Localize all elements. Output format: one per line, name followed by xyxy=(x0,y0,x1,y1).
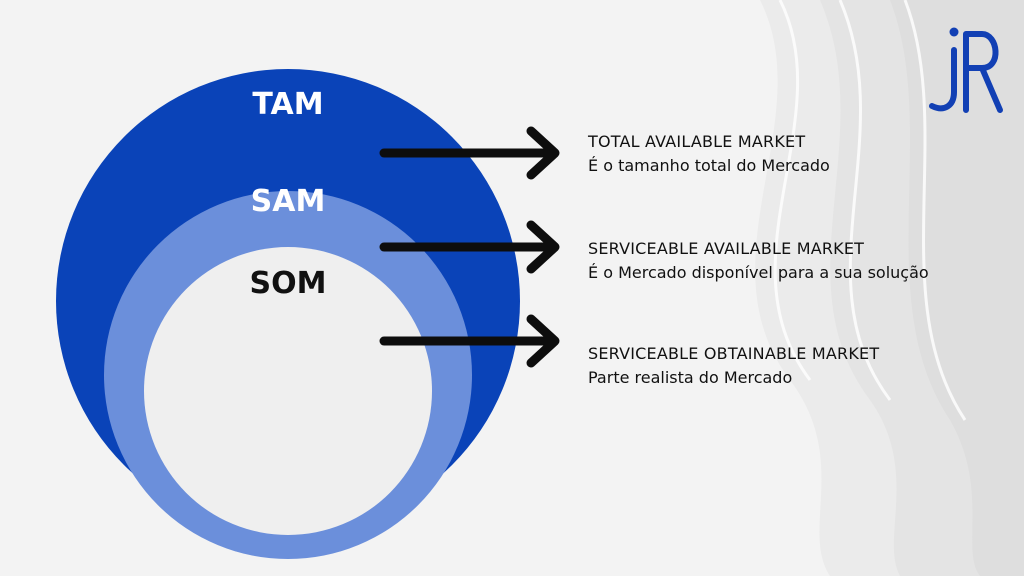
arrow-som xyxy=(379,314,560,368)
arrow-tam xyxy=(379,126,560,180)
description-som-text: Parte realista do Mercado xyxy=(588,368,793,387)
sam-label: SAM xyxy=(251,184,326,219)
tam-label: TAM xyxy=(252,87,323,122)
description-tam: TOTAL AVAILABLE MARKET É o tamanho total… xyxy=(588,130,830,178)
jr-logo-icon: jR xyxy=(929,27,1003,113)
description-som: SERVICEABLE OBTAINABLE MARKET Parte real… xyxy=(588,342,879,390)
description-sam-text: É o Mercado disponível para a sua soluçã… xyxy=(588,263,929,282)
description-sam: SERVICEABLE AVAILABLE MARKET É o Mercado… xyxy=(588,237,929,285)
som-label: SOM xyxy=(250,266,327,301)
arrow-sam xyxy=(379,220,560,274)
som-circle xyxy=(144,247,432,535)
description-tam-text: É o tamanho total do Mercado xyxy=(588,156,830,175)
description-sam-title: SERVICEABLE AVAILABLE MARKET xyxy=(588,239,865,258)
description-tam-title: TOTAL AVAILABLE MARKET xyxy=(588,132,806,151)
description-som-title: SERVICEABLE OBTAINABLE MARKET xyxy=(588,344,880,363)
